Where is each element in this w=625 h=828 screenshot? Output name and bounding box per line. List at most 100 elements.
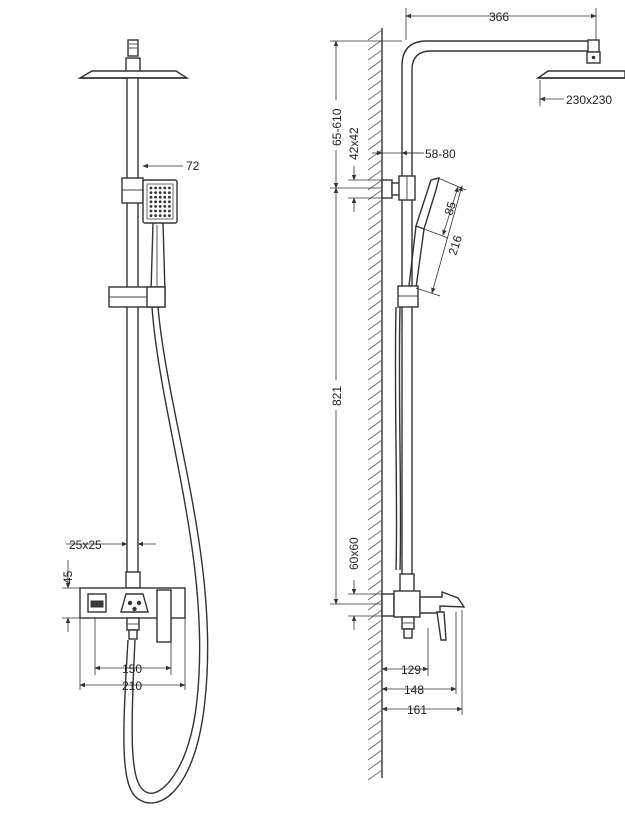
nozzle-dot <box>168 191 171 195</box>
nozzle-dot <box>168 205 171 208</box>
wall-hatch-line <box>367 29 383 41</box>
wall-hatch-line <box>367 69 383 81</box>
wall-hatch-line <box>367 499 383 511</box>
wall-hatch-line <box>367 419 383 431</box>
wall-hatch-line <box>367 739 383 751</box>
nozzle-dot <box>154 205 158 208</box>
wall-hatch-line <box>367 659 383 671</box>
wall-hatch-line <box>367 559 383 571</box>
front-rain-head <box>77 39 190 79</box>
wall-hatch-line <box>367 439 383 451</box>
wall-hatch-line <box>367 339 383 351</box>
wall-hatch-line <box>367 369 383 381</box>
nozzle-dot <box>168 200 171 204</box>
wall-hatch-line <box>367 389 383 401</box>
front-hand-shower <box>142 179 178 293</box>
wall-hatch-line <box>367 699 383 711</box>
wall-hatch-line <box>367 709 383 721</box>
wall-hatch-line <box>367 79 383 91</box>
dim-mixer-inner-width: 150 <box>122 662 142 676</box>
wall-hatch-line <box>367 459 383 471</box>
wall-hatch-line <box>367 489 383 501</box>
wall-hatch-line <box>367 299 383 311</box>
wall-hatch-line <box>367 99 383 111</box>
wall-hatch-line <box>367 479 383 491</box>
side-rain-head <box>535 51 625 79</box>
wall <box>367 28 383 781</box>
wall-hatch-line <box>367 619 383 631</box>
dim-projection-161: 161 <box>407 703 427 717</box>
dim-head-size: 230x230 <box>566 93 612 107</box>
wall-hatch-line <box>367 149 383 161</box>
nozzle-dot <box>149 205 153 208</box>
side-view: 366 230x230 65-610 42x42 58-80 <box>330 8 625 781</box>
wall-hatch-line <box>367 109 383 121</box>
nozzle-dot <box>154 186 158 190</box>
wall-hatch-line <box>367 349 383 361</box>
wall-hatch-line <box>367 169 383 181</box>
wall-hatch-line <box>367 139 383 151</box>
nozzle-dot <box>149 191 153 195</box>
dim-arm-length: 366 <box>489 10 509 24</box>
nozzle-dot <box>168 195 171 199</box>
wall-hatch-line <box>367 689 383 701</box>
wall-hatch-line <box>367 669 383 681</box>
wall-hatch-line <box>367 379 383 391</box>
wall-hatch-line <box>367 629 383 641</box>
side-column-and-arm <box>401 39 600 590</box>
wall-hatch-line <box>367 59 383 71</box>
wall-hatch-line <box>367 749 383 761</box>
dim-column-height: 821 <box>330 386 344 406</box>
wall-hatch-line <box>367 359 383 371</box>
side-wall-bracket <box>381 175 416 201</box>
nozzle-dot <box>154 214 158 218</box>
wall-hatch-line <box>367 39 383 51</box>
side-hose-holder <box>397 285 419 308</box>
nozzle-dot <box>154 200 158 204</box>
front-dimensions: 72 25x25 45 150 210 <box>61 159 200 693</box>
wall-hatch-line <box>367 259 383 271</box>
wall-hatch-line <box>367 679 383 691</box>
side-dimensions: 366 230x230 65-610 42x42 58-80 <box>330 8 612 717</box>
wall-hatch-line <box>367 519 383 531</box>
wall-hatch-line <box>367 529 383 541</box>
dim-handshower-head: 85 <box>442 200 460 217</box>
wall-hatch-line <box>367 329 383 341</box>
wall-hatch-line <box>367 219 383 231</box>
wall-hatch-line <box>367 509 383 521</box>
wall-hatch-line <box>367 719 383 731</box>
wall-hatch-line <box>367 759 383 771</box>
wall-hatch-line <box>367 319 383 331</box>
wall-hatch-line <box>367 549 383 561</box>
nozzle-dot <box>168 186 171 190</box>
nozzle-dot <box>163 195 167 199</box>
nozzle-dot <box>154 191 158 195</box>
wall-hatch-line <box>367 49 383 61</box>
dim-handshower-width: 72 <box>186 159 200 173</box>
dim-projection-148: 148 <box>404 683 424 697</box>
wall-hatch-line <box>367 579 383 591</box>
dim-handshower-length: 216 <box>446 233 466 257</box>
front-view: 72 25x25 45 150 210 <box>61 39 209 804</box>
nozzle-dot <box>158 186 162 190</box>
front-hose-holder <box>108 286 166 308</box>
wall-hatch-line <box>367 309 383 321</box>
wall-hatch-line <box>367 599 383 611</box>
nozzle-dot <box>163 214 167 218</box>
wall-hatch-line <box>367 399 383 411</box>
wall-hatch-line <box>367 229 383 241</box>
wall-hatch-line <box>367 729 383 741</box>
nozzle-dot <box>149 200 153 204</box>
nozzle-dot <box>149 214 153 218</box>
dim-projection-129: 129 <box>401 663 421 677</box>
dim-mixer-height: 45 <box>61 570 75 584</box>
front-hose <box>123 306 209 804</box>
wall-hatch-line <box>367 279 383 291</box>
wall-hatch-line <box>367 239 383 251</box>
dim-height-adjust: 65-610 <box>330 108 344 146</box>
wall-hatch-line <box>367 649 383 661</box>
front-mixer <box>79 571 186 643</box>
nozzle-dot <box>158 209 162 213</box>
side-mixer <box>381 573 466 641</box>
nozzle-dot <box>163 191 167 195</box>
